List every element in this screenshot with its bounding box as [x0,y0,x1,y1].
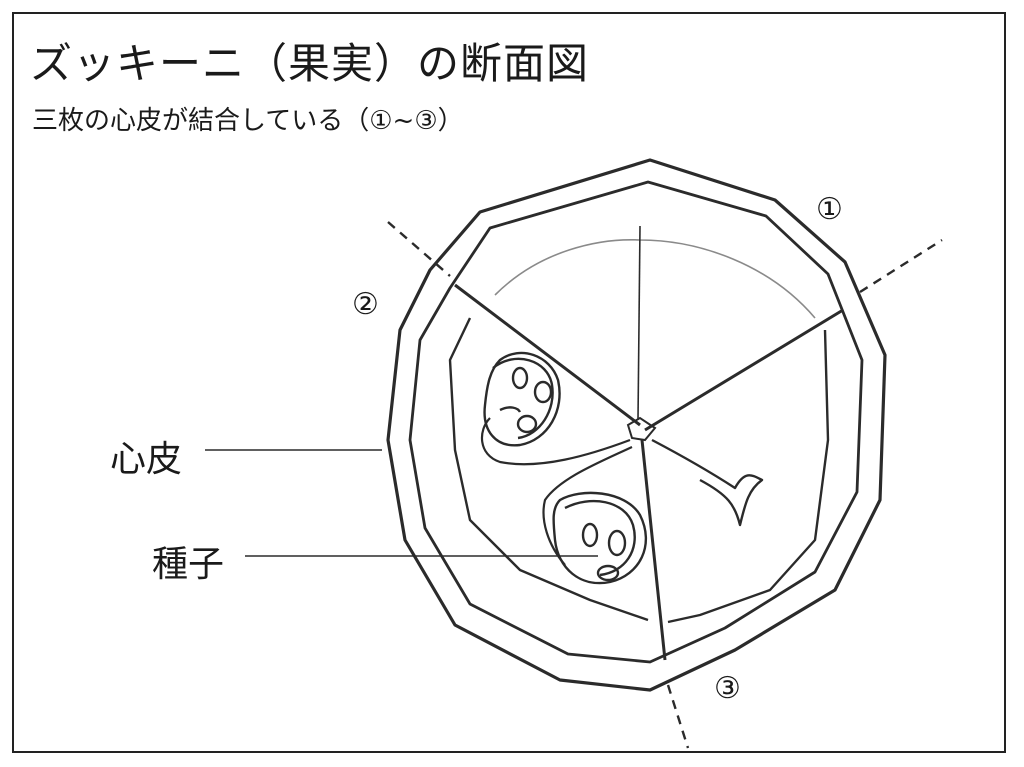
figure-subtitle: 三枚の心皮が結合している（①~③） [32,106,464,136]
locule-left [448,317,649,622]
seed-cluster-lower [552,491,648,585]
seed-label: 種子 [152,544,225,585]
septum-2 [644,308,844,432]
locule-top [494,238,816,319]
carpel-number-1: ① [816,192,843,227]
dashed-line-right [859,238,943,294]
center-junction [626,416,657,442]
septum-1 [454,283,641,427]
carpel-label: 心皮 [110,439,183,480]
placenta-left [480,417,633,566]
dashed-line-bottom [666,684,690,749]
placenta-right [651,438,764,527]
septum-top-thin [637,225,641,421]
locule-right [667,329,830,624]
carpel-number-3: ③ [714,671,741,706]
figure-frame [12,12,1006,753]
carpel-number-2: ② [352,287,379,322]
figure-title: ズッキーニ（果実）の断面図 [30,39,590,88]
dashed-line-upper-left [387,221,451,277]
inner-rind-outline [408,180,864,664]
septum-3 [640,439,667,661]
seed-cluster-upper [483,351,561,447]
outer-rind-outline [386,158,887,692]
